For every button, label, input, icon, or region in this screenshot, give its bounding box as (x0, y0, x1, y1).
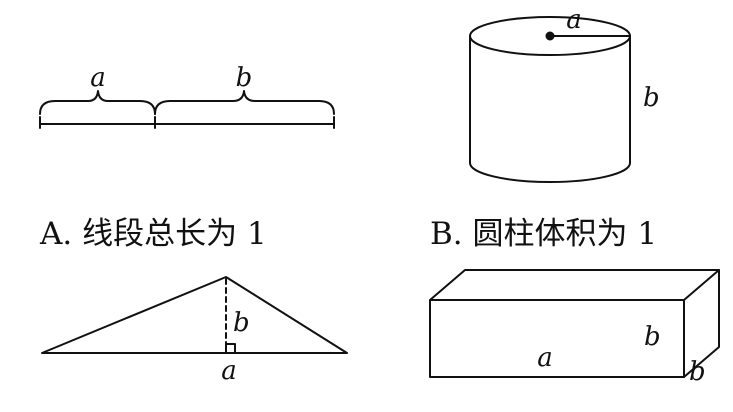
panel-a-line-segment: a b (39, 63, 335, 129)
caption-b: B. 圆柱体积为 1 (430, 216, 657, 252)
label-depth-b: b (689, 357, 706, 387)
brace-a (39, 90, 156, 115)
prism-top-face (429, 269, 720, 301)
caption-a: A. 线段总长为 1 (39, 216, 267, 252)
label-length-a: a (537, 343, 553, 373)
label-height-b: b (233, 308, 250, 338)
triangle-outline (41, 276, 348, 354)
panel-c-triangle: b a (41, 276, 348, 386)
label-b: b (236, 63, 253, 93)
cylinder-bottom-arc (469, 162, 631, 183)
cylinder-center-dot (545, 31, 555, 41)
prism-front-face (429, 299, 685, 378)
right-angle-marker (225, 343, 236, 354)
panel-b-cylinder: a b (469, 5, 660, 183)
label-radius-a: a (566, 5, 582, 35)
label-height-b: b (643, 83, 660, 113)
label-base-a: a (221, 356, 237, 386)
panel-d-prism: a b b (429, 269, 720, 387)
label-a: a (90, 63, 106, 93)
prism-side-face (683, 269, 720, 378)
brace-b (154, 90, 335, 115)
label-height-b: b (644, 322, 661, 352)
